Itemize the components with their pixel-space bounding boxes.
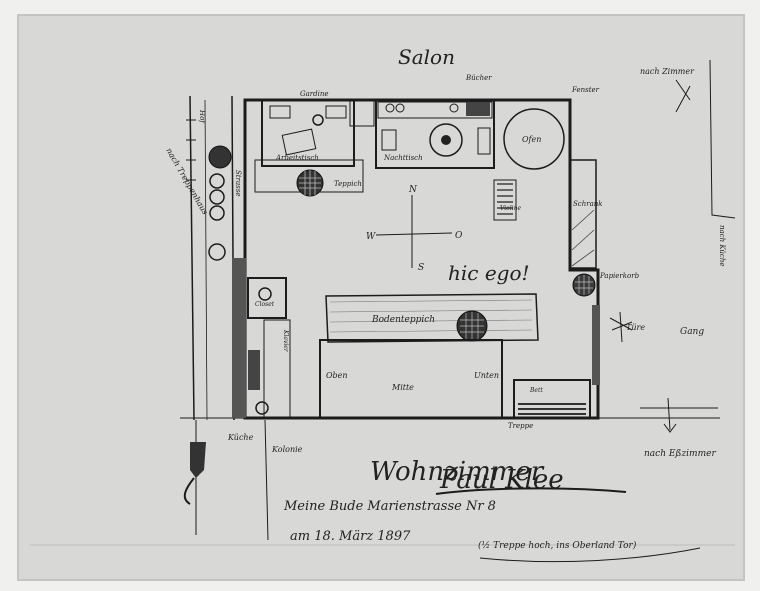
left-floor-item [255, 401, 269, 415]
corridor-ticks [186, 119, 196, 181]
label-teppich: Teppich [334, 180, 362, 188]
desk-item-1 [269, 105, 291, 119]
label-strasse: Strasse [234, 170, 242, 196]
carpet-lines [329, 299, 533, 333]
paper-sheet [18, 15, 744, 580]
label-gang: Gang [680, 327, 704, 337]
label-bodenteppich: Bodenteppich [371, 315, 435, 325]
bed-books [466, 102, 490, 116]
arrow-to-room [675, 79, 691, 113]
corridor-line-mid [204, 99, 208, 421]
paper-edge [17, 14, 745, 581]
corridor-circle-1 [209, 173, 225, 189]
floor-carpet [325, 293, 539, 343]
desk-item-2 [325, 105, 347, 119]
note-bracket [479, 547, 701, 563]
basket-weave [575, 275, 593, 295]
label-violine: Violine [500, 205, 521, 212]
violin-strings [497, 183, 513, 215]
left-column [263, 319, 291, 419]
bed-headboard [377, 101, 493, 119]
label-kolonie: Kolonie [271, 445, 303, 454]
signature-underline [435, 487, 627, 495]
label-salon: Salon [398, 45, 455, 69]
label-unten: Unten [474, 371, 499, 380]
window-right [592, 305, 600, 385]
arrow-down-dining [663, 397, 677, 433]
label-nach-zimmer: nach Zimmer [640, 67, 695, 76]
bed-pillow [381, 129, 397, 151]
cat-tail [183, 477, 195, 505]
nightstand-lamp-base [429, 123, 463, 157]
label-nachttisch: Nachttisch [383, 154, 423, 162]
label-to-dining: nach Eßzimmer [644, 449, 716, 459]
corridor-circle-2 [209, 189, 225, 205]
compass-west: W [366, 232, 376, 242]
bed-knob-1 [385, 103, 395, 113]
corridor-circle-4 [208, 243, 226, 261]
bed-side-table [477, 127, 491, 155]
wardrobe-schrank [569, 159, 597, 269]
violin-stand [493, 179, 517, 221]
note-line: (½ Treppe hoch, ins Oberland Tor) [478, 540, 637, 551]
label-klavier: Klavier [282, 329, 289, 353]
label-bucher: Bücher [465, 74, 492, 82]
label-schrank: Schrank [573, 200, 603, 208]
bed-area [375, 99, 495, 169]
armchair-weave [460, 312, 484, 340]
wardrobe-hatching [571, 209, 595, 267]
label-bett: Bett [529, 387, 543, 394]
right-wall-line [709, 59, 736, 219]
compass-north: N [408, 185, 418, 195]
label-wohnzimmer: Wohnzimmer [370, 457, 545, 487]
label-closet: Closet [255, 301, 275, 308]
nightstand-lamp [441, 135, 451, 145]
label-kueche: Küche [227, 433, 254, 442]
corridor-circle-3 [209, 205, 225, 221]
label-mitte: Mitte [391, 383, 414, 392]
label-hic-ego: hic ego! [448, 261, 530, 285]
left-shelf [248, 350, 260, 390]
label-hof: Hof [198, 109, 206, 124]
bottom-vertical-line [264, 419, 269, 541]
compass-south: S [418, 263, 424, 273]
label-arbeitstisch: Arbeitstisch [275, 154, 319, 162]
label-papierkorb: Papierkorb [599, 272, 640, 280]
bookshelf-small [349, 99, 375, 127]
corridor-line-outer [189, 95, 195, 421]
curtain-squiggle [609, 311, 633, 343]
bed-knob-2 [395, 103, 405, 113]
signature-text: Paul Klee [439, 465, 564, 495]
label-oben: Oben [326, 371, 348, 380]
closet-cabinet [247, 277, 287, 319]
label-ofen: Ofen [522, 135, 541, 144]
label-treppe: Treppe [508, 422, 533, 430]
cat-body [190, 442, 206, 478]
chair-weave [299, 170, 321, 196]
desk-papers [281, 128, 317, 156]
address-line: Meine Bude Marienstrasse Nr 8 [283, 499, 496, 514]
date-line: am 18. März 1897 [290, 529, 411, 544]
compass-east: O [455, 231, 463, 241]
table-drawers [518, 403, 586, 415]
label-fenster: Fenster [571, 86, 600, 94]
desk-inkwell [312, 114, 324, 126]
label-gardine: Gardine [300, 90, 328, 98]
bed-knob-3 [449, 103, 459, 113]
label-to-kitchen: nach Küche [718, 225, 726, 267]
bed-frame [319, 339, 503, 419]
corridor-barrel [208, 145, 232, 169]
label-tuere: Türe [626, 323, 645, 332]
compass-wo-axis [375, 232, 453, 236]
closet-knob [258, 287, 272, 301]
writing-desk [261, 99, 355, 167]
small-table [513, 379, 591, 419]
stove-ofen [503, 108, 565, 170]
left-wall-door [232, 258, 246, 418]
